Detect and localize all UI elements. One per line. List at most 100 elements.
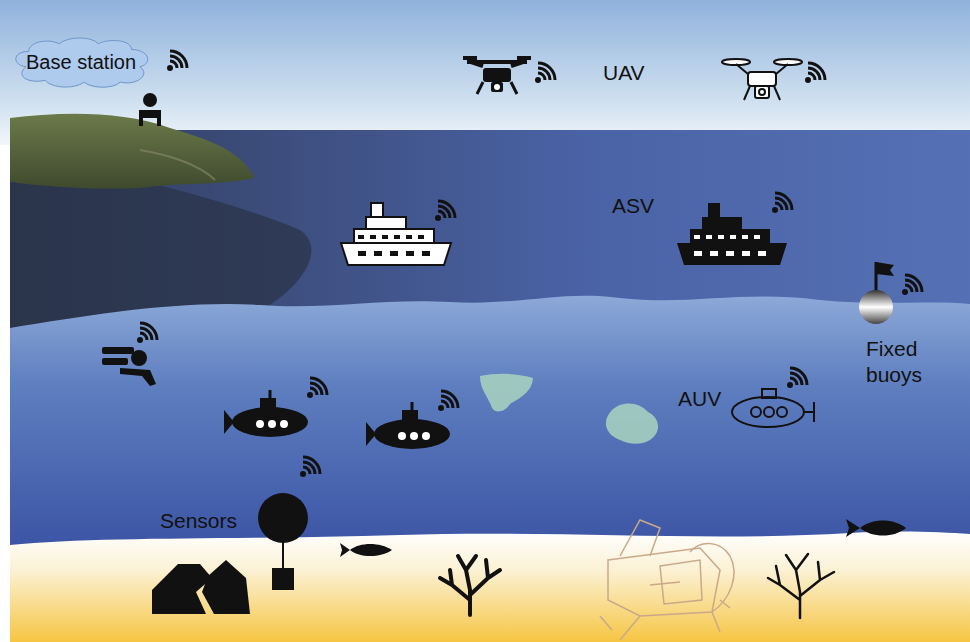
- wifi-signal: [435, 215, 441, 221]
- auv: [764, 407, 774, 417]
- sensor-node: [272, 568, 294, 590]
- background: [10, 531, 970, 642]
- node-label: Base station: [26, 50, 137, 74]
- asv-ship: [726, 251, 734, 256]
- auv: [398, 432, 406, 440]
- wifi-signal: [805, 63, 825, 83]
- uav-drone: [776, 64, 788, 74]
- asv-ship: [394, 235, 400, 239]
- wifi-signal: [790, 368, 807, 385]
- auv: [224, 390, 308, 437]
- asv-ship: [702, 217, 742, 229]
- asv-ship: [706, 235, 712, 239]
- uav-drone: [471, 62, 483, 66]
- wifi-signal: [435, 201, 455, 221]
- wifi-signal: [787, 382, 793, 388]
- wifi-signal: [538, 68, 550, 80]
- auv: [269, 390, 272, 398]
- wifi-signal: [167, 51, 187, 71]
- wifi-signal: [140, 333, 147, 340]
- wifi-signal: [538, 73, 545, 80]
- wifi-signal: [140, 323, 157, 340]
- wifi-signal: [170, 61, 177, 68]
- asv-ship: [758, 251, 766, 256]
- asv-ship: [418, 235, 424, 239]
- cloud-outline: [16, 38, 148, 87]
- coral: [440, 556, 500, 615]
- wifi-signal: [790, 378, 797, 385]
- background: [10, 296, 970, 545]
- wifi-signal: [905, 275, 922, 292]
- wifi-signal: [310, 378, 327, 395]
- auv: [260, 398, 276, 410]
- rock: [152, 560, 250, 614]
- plankton-blob: [480, 374, 658, 444]
- sensor-node: [258, 493, 308, 543]
- fixed-buoy: [859, 262, 894, 324]
- shipwreck: [660, 560, 702, 604]
- wifi-signal: [303, 467, 310, 474]
- wifi-signal: [438, 201, 455, 218]
- asv-ship: [730, 235, 736, 239]
- auv: [280, 420, 288, 428]
- wifi-signal: [438, 391, 458, 411]
- auv: [366, 422, 376, 446]
- asv-ship: [382, 235, 388, 239]
- operator-person: [143, 93, 157, 107]
- uav-drone: [477, 82, 483, 94]
- diver: [120, 368, 156, 386]
- wifi-signal: [438, 206, 450, 218]
- fish: [340, 543, 392, 557]
- uav-drone: [748, 72, 776, 86]
- wifi-signal: [538, 63, 555, 80]
- auv: [751, 407, 761, 417]
- wifi-signal: [772, 193, 792, 213]
- uav-drone: [517, 56, 531, 60]
- shipwreck: [600, 582, 730, 630]
- uav-drone: [483, 68, 511, 82]
- auv: [410, 432, 418, 440]
- asv-ship: [690, 229, 770, 243]
- auv: [732, 397, 804, 427]
- auv: [256, 420, 264, 428]
- uav-drone: [463, 56, 477, 60]
- wifi-signal: [170, 51, 187, 68]
- cloud-node: Base station: [12, 38, 151, 86]
- asv-ship: [694, 251, 702, 256]
- asv-ship: [422, 251, 430, 256]
- diver: [102, 358, 128, 365]
- wifi-signal: [905, 280, 917, 292]
- auv: [422, 432, 430, 440]
- wifi-signal: [902, 275, 922, 295]
- auv: [804, 411, 814, 413]
- asv-ship: [694, 235, 700, 239]
- asv-ship: [374, 251, 382, 256]
- wifi-signal: [790, 373, 802, 385]
- uav-drone: [744, 86, 750, 100]
- wifi-signal: [772, 207, 778, 213]
- wifi-signal: [300, 471, 306, 477]
- part-label: AUV: [678, 386, 721, 412]
- background: [10, 114, 255, 189]
- auv: [224, 410, 234, 434]
- auv: [813, 402, 815, 422]
- operator-person: [139, 93, 161, 126]
- part-label: Sensors: [160, 508, 237, 534]
- asv-ship: [742, 235, 748, 239]
- wifi-signal: [303, 457, 320, 474]
- wifi-signal: [902, 289, 908, 295]
- sensor-node: [258, 493, 308, 590]
- uav-drone: [759, 89, 765, 95]
- uav-drone: [463, 58, 531, 94]
- uav-drone: [494, 84, 500, 90]
- asv-ship: [370, 235, 376, 239]
- fish: [340, 519, 906, 557]
- wifi-signal: [775, 203, 782, 210]
- auv: [402, 410, 418, 422]
- wifi-signal: [805, 77, 811, 83]
- uav-drone: [736, 64, 748, 74]
- wifi-signal: [137, 323, 157, 343]
- wifi-signal: [775, 193, 792, 210]
